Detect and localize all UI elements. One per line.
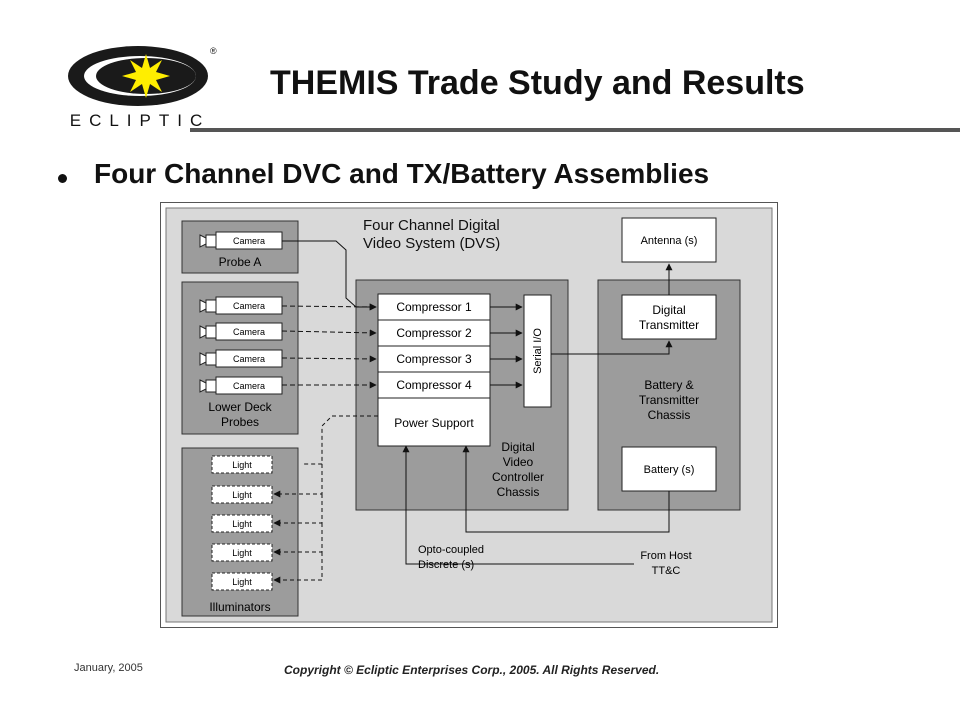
- tx-chassis-label-line2: Transmitter: [639, 393, 699, 407]
- footer-date: January, 2005: [74, 662, 143, 674]
- svg-text:Serial I/O: Serial I/O: [532, 328, 544, 374]
- compressor-1: Compressor 1: [377, 293, 491, 321]
- svg-text:Transmitter: Transmitter: [639, 318, 699, 332]
- digital-transmitter: Digital Transmitter: [621, 294, 717, 340]
- light-label: Light: [232, 577, 252, 587]
- lower-deck-camera-4: Camera: [199, 376, 283, 395]
- tx-chassis-label-line3: Chassis: [648, 408, 691, 422]
- bullet-text: Four Channel DVC and TX/Battery Assembli…: [94, 158, 710, 189]
- dvc-chassis-label-line2: Video: [503, 455, 534, 469]
- svg-text:Digital: Digital: [652, 303, 685, 317]
- lower-deck-camera-label: Camera: [233, 381, 265, 391]
- probe-a-label: Probe A: [219, 255, 262, 269]
- opto-label-line2: Discrete (s): [418, 559, 474, 571]
- light-label: Light: [232, 460, 252, 470]
- battery: Battery (s): [621, 446, 717, 492]
- dvc-chassis-label-line1: Digital: [501, 440, 534, 454]
- dvs-block-diagram: Four Channel Digital Video System (DVS) …: [160, 202, 778, 628]
- dvc-chassis-label-line3: Controller: [492, 470, 544, 484]
- ecliptic-logo: ® ECLIPTIC: [68, 46, 217, 130]
- sun-icon: [122, 54, 170, 98]
- lower-deck-label-line2: Probes: [221, 415, 259, 429]
- lower-deck-camera-1: Camera: [199, 296, 283, 315]
- opto-label-line1: Opto-coupled: [418, 544, 484, 556]
- light-label: Light: [232, 519, 252, 529]
- page-title: THEMIS Trade Study and Results: [270, 64, 805, 102]
- light-label: Light: [232, 548, 252, 558]
- antenna: Antenna (s): [621, 217, 717, 263]
- compressor-3: Compressor 3: [377, 345, 491, 373]
- lower-deck-camera-3: Camera: [199, 349, 283, 368]
- host-label-line2: TT&C: [652, 565, 681, 577]
- host-label-line1: From Host: [640, 550, 691, 562]
- svg-text:Antenna (s): Antenna (s): [641, 235, 698, 247]
- dvc-chassis-label-line4: Chassis: [497, 485, 540, 499]
- light-label: Light: [232, 490, 252, 500]
- serial-io: Serial I/O: [523, 294, 552, 408]
- bullet-icon: [58, 174, 67, 183]
- light-4: Light: [211, 543, 273, 562]
- svg-text:Compressor 2: Compressor 2: [396, 326, 472, 340]
- svg-text:Power Support: Power Support: [394, 416, 474, 430]
- light-5: Light: [211, 572, 273, 591]
- power-support: Power Support: [377, 397, 491, 447]
- title-divider: [190, 128, 960, 132]
- compressor-4: Compressor 4: [377, 371, 491, 399]
- system-title-line2: Video System (DVS): [363, 235, 500, 252]
- compressor-2: Compressor 2: [377, 319, 491, 347]
- illuminators-label: Illuminators: [209, 600, 270, 614]
- lower-deck-camera-label: Camera: [233, 354, 265, 364]
- svg-text:Compressor 1: Compressor 1: [396, 300, 472, 314]
- footer-copyright: Copyright © Ecliptic Enterprises Corp., …: [284, 663, 660, 677]
- svg-text:Compressor 3: Compressor 3: [396, 352, 472, 366]
- light-3: Light: [211, 514, 273, 533]
- lower-deck-camera-label: Camera: [233, 327, 265, 337]
- camera-icon: [199, 234, 217, 248]
- registered-mark: ®: [210, 46, 217, 56]
- system-title-line1: Four Channel Digital: [363, 217, 500, 234]
- light-1: Light: [211, 455, 273, 474]
- connection-lines: [273, 240, 673, 584]
- logo-wordmark: ECLIPTIC: [70, 111, 211, 130]
- svg-text:Compressor 4: Compressor 4: [396, 378, 472, 392]
- lower-deck-camera-2: Camera: [199, 322, 283, 341]
- light-2: Light: [211, 485, 273, 504]
- tx-chassis-label-line1: Battery &: [644, 378, 693, 392]
- lower-deck-camera-label: Camera: [233, 301, 265, 311]
- lower-deck-label-line1: Lower Deck: [208, 400, 272, 414]
- svg-text:Battery (s): Battery (s): [644, 464, 695, 476]
- probe-a-camera-label: Camera: [233, 236, 265, 246]
